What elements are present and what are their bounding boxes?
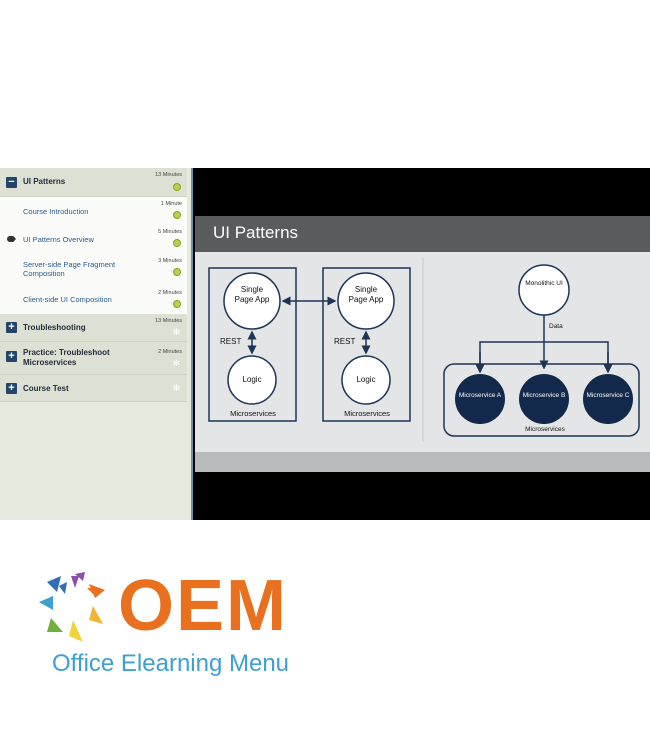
section-duration: 13 Minutes — [155, 172, 182, 178]
lesson-title: Course Introduction — [23, 207, 89, 216]
pending-status-icon: ✻ — [172, 383, 181, 393]
pending-status-icon: ✻ — [172, 327, 181, 337]
collapse-icon[interactable]: − — [6, 177, 17, 188]
microservices-container-label: Microservices — [525, 426, 565, 433]
spa-node-2 — [337, 272, 395, 330]
slide-title-bar: UI Patterns — [195, 216, 650, 252]
microservice-a-node — [455, 374, 505, 424]
lesson-duration: 5 Minutes — [158, 229, 182, 235]
spa-label-2: Single Page App — [348, 285, 384, 304]
rest-label-2: REST — [334, 337, 356, 346]
section-ui-patterns[interactable]: − UI Patterns 13 Minutes — [0, 168, 187, 197]
section-course-test[interactable]: + Course Test ✻ — [0, 375, 187, 402]
lesson-item[interactable]: Course Introduction 1 Minute — [0, 197, 187, 225]
pending-status-icon: ✻ — [172, 358, 181, 368]
lesson-item-current[interactable]: UI Patterns Overview 5 Minutes — [0, 225, 187, 253]
expand-icon[interactable]: + — [6, 351, 17, 362]
section-title: Practice: Troubleshoot Microservices — [23, 348, 110, 367]
expand-icon[interactable]: + — [6, 322, 17, 333]
lesson-title: UI Patterns Overview — [23, 235, 94, 244]
microservices-label-1: Microservices — [230, 409, 276, 418]
lesson-duration: 2 Minutes — [158, 290, 182, 296]
section-title: Troubleshooting — [23, 323, 86, 332]
slide-title: UI Patterns — [213, 223, 299, 242]
complete-status-icon — [173, 183, 181, 191]
logic-label-1: Logic — [242, 375, 262, 384]
logic-node-2 — [341, 355, 391, 405]
complete-status-icon — [173, 239, 181, 247]
section-duration: 2 Minutes — [158, 349, 182, 355]
section-practice[interactable]: + Practice: Troubleshoot Microservices 2… — [0, 342, 187, 375]
complete-status-icon — [173, 268, 181, 276]
monolithic-ui-node — [518, 264, 570, 316]
microservice-b-node — [519, 374, 569, 424]
data-edge-label: Data — [549, 323, 563, 330]
oem-logo-mark — [39, 572, 105, 642]
complete-status-icon — [173, 211, 181, 219]
lesson-title: Server-side Page Fragment Composition — [23, 260, 116, 278]
lesson-item[interactable]: Client-side UI Composition 2 Minutes — [0, 286, 187, 314]
microservices-box-2 — [322, 267, 411, 422]
slide-footer-bar — [195, 452, 650, 472]
logic-node-1 — [227, 355, 277, 405]
spa-label-1: Single Page App — [234, 285, 270, 304]
microservices-label-2: Microservices — [344, 409, 390, 418]
microservice-b-label: Microservice B — [522, 392, 566, 399]
lesson-title: Client-side UI Composition — [23, 295, 112, 304]
microservices-box-1 — [208, 267, 297, 422]
microservices-container — [443, 363, 640, 437]
section-title: Course Test — [23, 384, 69, 393]
microservice-c-node — [583, 374, 633, 424]
spa-node-1 — [223, 272, 281, 330]
microservice-a-label: Microservice A — [458, 392, 502, 399]
oem-logo-subtitle: Office Elearning Menu — [52, 650, 290, 677]
complete-status-icon — [173, 300, 181, 308]
slide-viewer: UI Patterns — [195, 216, 650, 472]
section-troubleshooting[interactable]: + Troubleshooting 13 Minutes ✻ — [0, 314, 187, 342]
monolithic-ui-label: Monolithic UI — [525, 280, 563, 287]
course-outline-sidebar: − UI Patterns 13 Minutes Course Introduc… — [0, 168, 193, 520]
lesson-duration: 1 Minute — [160, 201, 182, 207]
microservice-c-label: Microservice C — [586, 392, 630, 399]
rest-label-1: REST — [220, 337, 242, 346]
current-lesson-icon — [7, 236, 16, 242]
lesson-duration: 3 Minutes — [158, 258, 182, 264]
oem-logo-text: OEM — [118, 566, 289, 646]
section-title: UI Patterns — [23, 177, 66, 186]
ui-patterns-diagram — [208, 258, 640, 442]
logic-label-2: Logic — [356, 375, 376, 384]
lesson-item[interactable]: Server-side Page Fragment Composition 3 … — [0, 253, 187, 286]
expand-icon[interactable]: + — [6, 383, 17, 394]
section-duration: 13 Minutes — [155, 318, 182, 324]
course-player: − UI Patterns 13 Minutes Course Introduc… — [0, 168, 650, 520]
